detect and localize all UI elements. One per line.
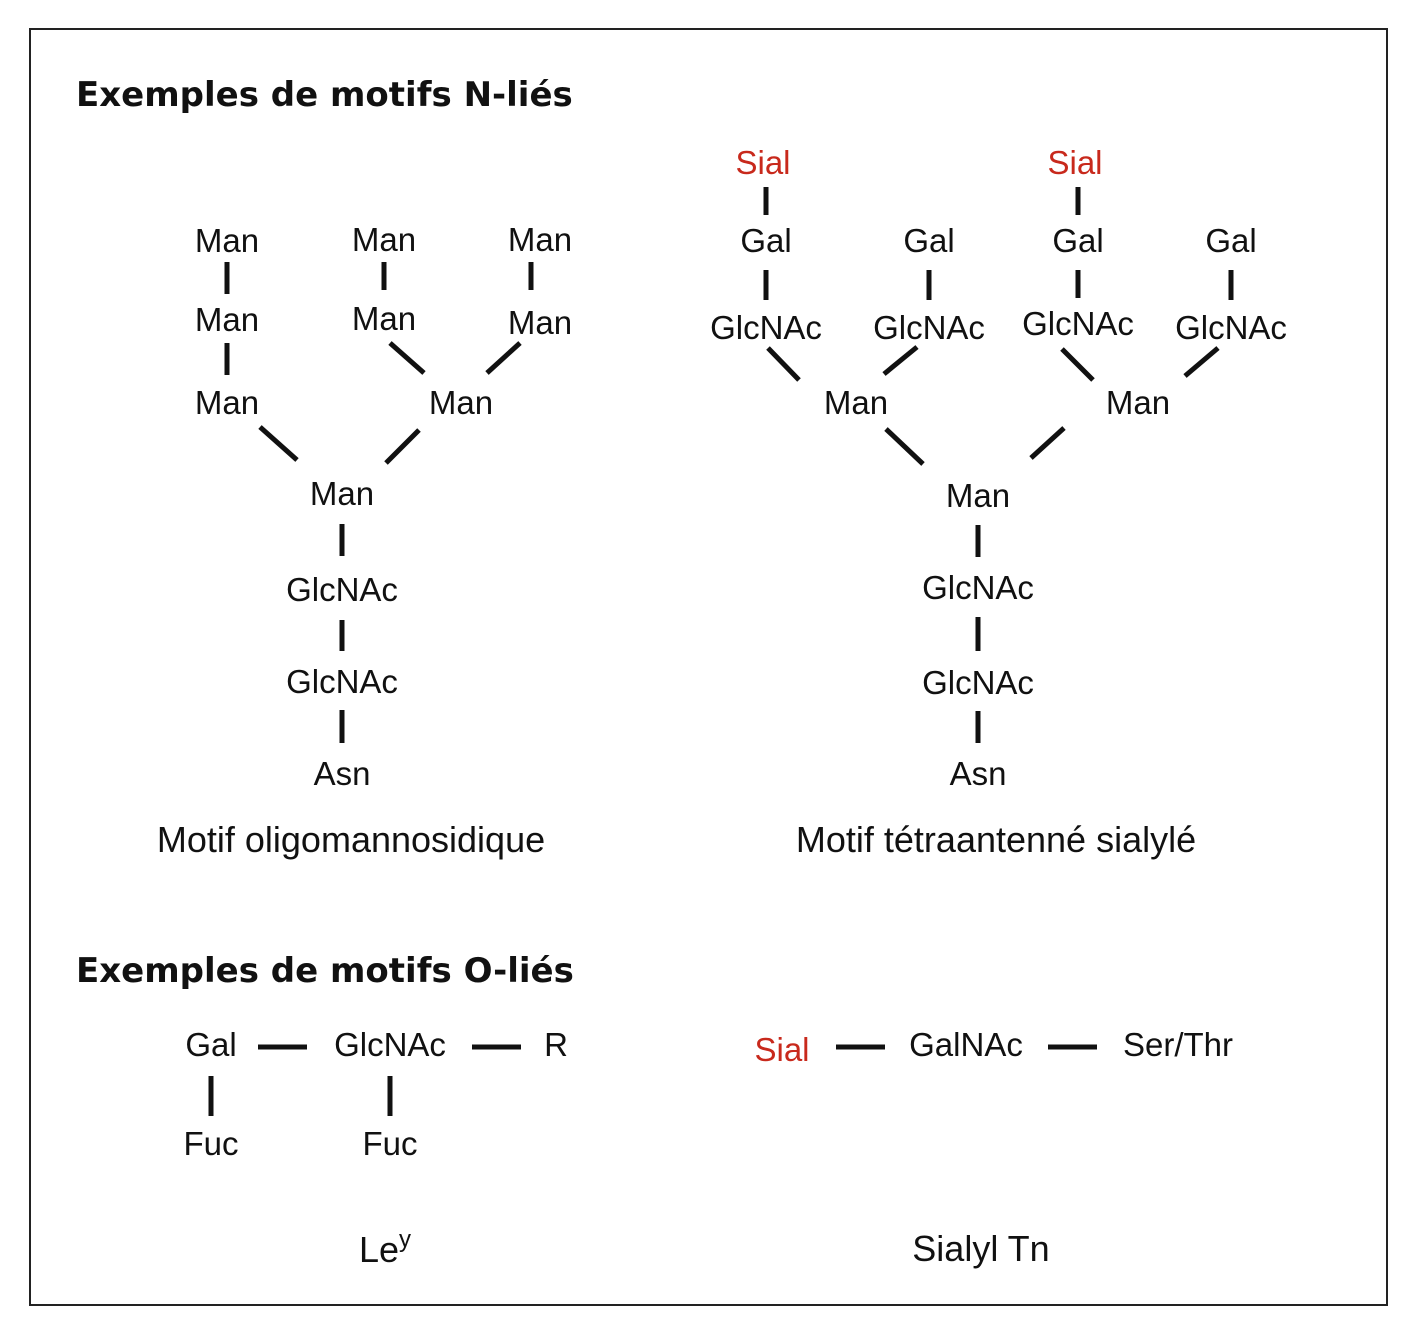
sialyl-tn-motif: Sial GalNAc Ser/Thr Sialyl Tn — [754, 1026, 1233, 1269]
residue-glcnac: GlcNAc — [922, 664, 1034, 701]
lewis-y-motif: Gal GlcNAc R Fuc Fuc Ley — [183, 1026, 567, 1270]
glycosidic-bond — [882, 345, 919, 376]
residue-gal: Gal — [185, 1026, 236, 1063]
residue-glcnac: GlcNAc — [1022, 305, 1134, 342]
residue-man: Man — [195, 384, 259, 421]
residue-man: Man — [1106, 384, 1170, 421]
glycosidic-bond — [766, 346, 801, 382]
residue-asn: Asn — [314, 755, 371, 792]
residue-man: Man — [508, 304, 572, 341]
glycosidic-bond — [384, 428, 421, 465]
residue-man: Man — [195, 301, 259, 338]
residue-glcnac: GlcNAc — [286, 663, 398, 700]
glycosidic-bond — [388, 341, 426, 375]
residue-sial: Sial — [754, 1031, 809, 1068]
residue-man: Man — [195, 222, 259, 259]
residue-fuc: Fuc — [362, 1125, 417, 1162]
sialyl-tn-caption: Sialyl Tn — [912, 1228, 1049, 1269]
residue-gal: Gal — [1205, 222, 1256, 259]
figure-border — [29, 28, 1388, 1306]
lewis-y-caption: Ley — [359, 1226, 411, 1270]
residue-asn: Asn — [950, 755, 1007, 792]
glycosidic-bond — [485, 341, 522, 375]
glycosidic-bond — [1029, 426, 1066, 460]
residue-glcnac: GlcNAc — [873, 309, 985, 346]
residue-man: Man — [824, 384, 888, 421]
residue-glcnac: GlcNAc — [922, 569, 1034, 606]
residue-gal: Gal — [740, 222, 791, 259]
residue-glcnac: GlcNAc — [710, 309, 822, 346]
residue-r: R — [544, 1026, 568, 1063]
tetraantennary-motif: Sial Sial Gal Gal Gal Gal GlcNAc GlcNAc … — [710, 144, 1287, 860]
glycosidic-bond — [1060, 347, 1095, 382]
glycosidic-bond — [258, 425, 299, 462]
residue-sial: Sial — [735, 144, 790, 181]
residue-man: Man — [352, 221, 416, 258]
residue-man-core: Man — [946, 477, 1010, 514]
residue-glcnac: GlcNAc — [286, 571, 398, 608]
residue-galnac: GalNAc — [909, 1026, 1023, 1063]
n-linked-heading: Exemples de motifs N-liés — [76, 75, 573, 115]
residue-ser-thr: Ser/Thr — [1123, 1026, 1233, 1063]
tetraantennary-caption: Motif tétraantenné sialylé — [796, 819, 1196, 860]
residue-glcnac: GlcNAc — [1175, 309, 1287, 346]
o-linked-heading: Exemples de motifs O-liés — [76, 951, 574, 991]
residue-man: Man — [508, 221, 572, 258]
glycosidic-bond — [884, 427, 925, 466]
oligomannose-motif: Man Man Man Man Man Man Man Man Man GlcN… — [157, 221, 572, 860]
residue-sial: Sial — [1047, 144, 1102, 181]
residue-glcnac: GlcNAc — [334, 1026, 446, 1063]
residue-gal: Gal — [903, 222, 954, 259]
residue-gal: Gal — [1052, 222, 1103, 259]
residue-man: Man — [429, 384, 493, 421]
glycosidic-bond — [1183, 346, 1220, 378]
residue-man: Man — [352, 300, 416, 337]
residue-fuc: Fuc — [183, 1125, 238, 1162]
oligomannose-caption: Motif oligomannosidique — [157, 819, 545, 860]
residue-man-core: Man — [310, 475, 374, 512]
